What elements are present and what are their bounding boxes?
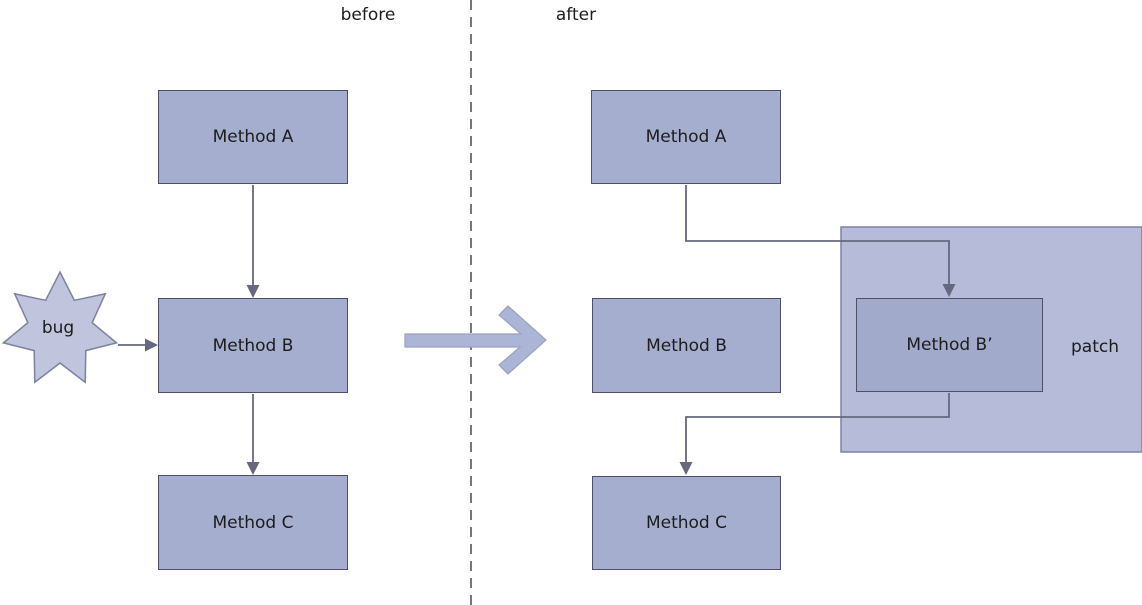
before-method-c-box: Method C	[158, 475, 348, 570]
after-method-a-box: Method A	[591, 90, 781, 184]
before-method-a-label: Method A	[212, 127, 294, 147]
connector-after-bprime-to-c	[685, 393, 950, 463]
arrowhead-after-bprime-to-c	[679, 462, 693, 475]
after-method-a-label: Method A	[645, 127, 727, 147]
after-method-b-box: Method B	[592, 298, 781, 393]
before-section-label: before	[340, 5, 396, 25]
after-section-label: after	[555, 5, 597, 25]
arrowhead-before-b-to-c	[246, 462, 260, 475]
bug-star-shape	[1, 270, 119, 384]
connector-after-a-to-bprime	[685, 185, 950, 285]
after-method-c-box: Method C	[592, 476, 781, 570]
patch-label: patch	[1071, 337, 1119, 357]
bug-label: bug	[41, 318, 75, 338]
before-method-b-box: Method B	[158, 298, 348, 393]
transform-arrow	[404, 305, 547, 375]
after-method-b-label: Method B	[646, 335, 727, 356]
before-method-a-box: Method A	[158, 90, 348, 184]
arrowhead-bug-to-b	[145, 338, 158, 352]
arrowhead-after-a-to-bprime	[942, 284, 956, 297]
before-method-b-label: Method B	[212, 335, 294, 356]
after-method-c-label: Method C	[645, 513, 728, 533]
arrowhead-before-a-to-b	[246, 285, 260, 298]
after-method-b-prime-label: Method B’	[906, 335, 993, 355]
after-method-b-prime-box: Method B’	[856, 298, 1043, 392]
before-method-c-label: Method C	[212, 512, 294, 533]
